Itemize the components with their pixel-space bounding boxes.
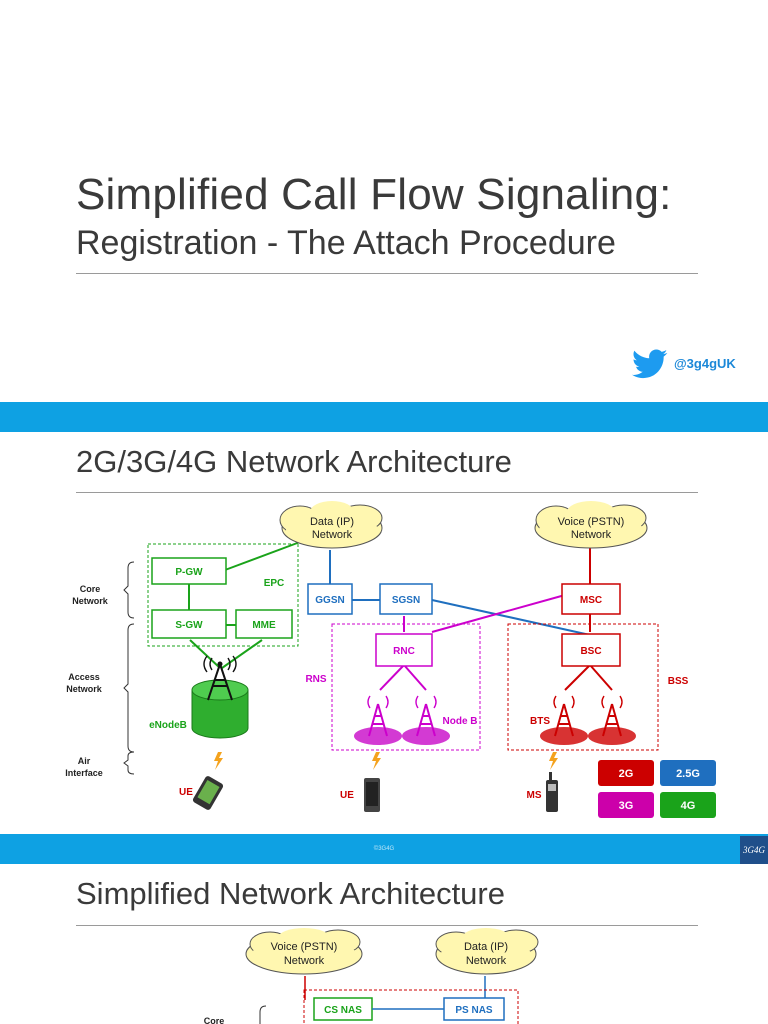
svg-text:BSS: BSS xyxy=(668,676,689,687)
brand-logo: 3G4G xyxy=(740,836,768,864)
svg-text:Access: Access xyxy=(68,672,100,682)
architecture-slide-title: 2G/3G/4G Network Architecture xyxy=(76,444,512,479)
svg-text:MME: MME xyxy=(252,620,276,631)
svg-text:Voice (PSTN): Voice (PSTN) xyxy=(271,941,338,953)
copyright-footer: ©3G4G xyxy=(373,846,395,852)
ms-feature-phone: MS xyxy=(527,772,558,812)
svg-text:2G: 2G xyxy=(619,768,634,780)
svg-text:Data (IP): Data (IP) xyxy=(464,941,508,953)
data-ip-network-cloud-simplified: Data (IP) Network xyxy=(435,928,539,975)
mme-node xyxy=(235,609,293,639)
legend-3g xyxy=(598,792,654,818)
pgw-node xyxy=(151,557,227,585)
svg-text:RNS: RNS xyxy=(305,674,326,685)
voice-pstn-network-cloud-simplified: Voice (PSTN) Network xyxy=(245,928,363,975)
legend-2-5g xyxy=(660,760,716,786)
svg-text:4G: 4G xyxy=(681,800,696,812)
slide-title: Simplified Call Flow Signaling: xyxy=(76,170,672,219)
svg-text:Air: Air xyxy=(78,756,91,766)
connector-lines xyxy=(188,541,613,691)
slide-footer-band xyxy=(0,834,768,864)
rns-group: RNC RNS Node B xyxy=(305,623,481,751)
core-nas-group xyxy=(303,989,519,1024)
svg-text:Network: Network xyxy=(284,955,325,967)
svg-text:Voice (PSTN): Voice (PSTN) xyxy=(558,516,625,528)
svg-text:Network: Network xyxy=(312,529,353,541)
svg-text:RNC: RNC xyxy=(393,646,415,657)
svg-text:UE: UE xyxy=(340,790,354,801)
svg-text:UE: UE xyxy=(179,787,193,798)
svg-text:Network: Network xyxy=(66,684,103,694)
svg-text:Core: Core xyxy=(80,584,101,594)
data-ip-network-cloud: Data (IP) Network xyxy=(279,501,383,549)
slide-subtitle: Registration - The Attach Procedure xyxy=(76,224,616,262)
rnc-node xyxy=(375,633,433,667)
svg-text:SGSN: SGSN xyxy=(392,595,420,606)
voice-pstn-network-cloud: Voice (PSTN) Network xyxy=(534,501,648,549)
svg-text:EPC: EPC xyxy=(264,578,285,589)
twitter-bird-icon xyxy=(632,349,668,379)
svg-text:Network: Network xyxy=(72,596,109,606)
svg-text:GGSN: GGSN xyxy=(315,595,344,606)
svg-text:MSC: MSC xyxy=(580,595,602,606)
simplified-architecture-diagram: Voice (PSTN) Network Data (IP) Network C… xyxy=(204,928,539,1024)
layer-labels: Core Network Access Network Air Interfac… xyxy=(65,561,135,778)
svg-text:CS NAS: CS NAS xyxy=(324,1005,362,1016)
epc-group: P-GW EPC S-GW MME xyxy=(147,543,299,647)
svg-text:Network: Network xyxy=(571,529,612,541)
umts-core: GGSN SGSN xyxy=(307,583,433,615)
svg-text:BSC: BSC xyxy=(580,646,601,657)
radio-link-bolts xyxy=(214,752,558,770)
svg-text:2.5G: 2.5G xyxy=(676,768,700,780)
svg-text:BTS: BTS xyxy=(530,716,550,727)
simplified-title-divider xyxy=(76,925,698,926)
title-divider xyxy=(76,273,698,274)
svg-text:Network: Network xyxy=(466,955,507,967)
sgw-node xyxy=(151,609,227,639)
twitter-handle: @3g4gUK xyxy=(674,356,736,371)
ggsn-node xyxy=(307,583,353,615)
architecture-title-divider xyxy=(76,492,698,493)
svg-text:Core: Core xyxy=(204,1016,225,1024)
msc-node xyxy=(561,583,621,615)
legend-2g xyxy=(598,760,654,786)
svg-text:3G: 3G xyxy=(619,800,634,812)
simplified-slide-title: Simplified Network Architecture xyxy=(76,876,505,911)
svg-text:PS NAS: PS NAS xyxy=(455,1005,493,1016)
legend-4g xyxy=(660,792,716,818)
svg-text:MS: MS xyxy=(527,790,542,801)
slide-separator-band xyxy=(0,402,768,432)
ue-3g-smartphone: UE xyxy=(340,778,380,812)
generation-legend: 2G 2.5G 3G 4G xyxy=(598,760,716,818)
svg-text:S-GW: S-GW xyxy=(175,620,203,631)
sgsn-node xyxy=(379,583,433,615)
bsc-node xyxy=(561,633,621,667)
svg-text:Interface: Interface xyxy=(65,768,103,778)
enodeb: eNodeB xyxy=(149,655,249,739)
ue-4g-smartphone: UE xyxy=(179,776,224,810)
bss-group: MSC BSC BSS BTS xyxy=(507,583,689,751)
svg-text:Data (IP): Data (IP) xyxy=(310,516,354,528)
svg-text:P-GW: P-GW xyxy=(175,567,203,578)
svg-text:Node B: Node B xyxy=(443,716,478,727)
network-architecture-diagram: Data (IP) Network Voice (PSTN) Network C… xyxy=(65,501,716,818)
svg-text:eNodeB: eNodeB xyxy=(149,720,187,731)
title-slide: Simplified Call Flow Signaling: Registra… xyxy=(0,0,768,402)
